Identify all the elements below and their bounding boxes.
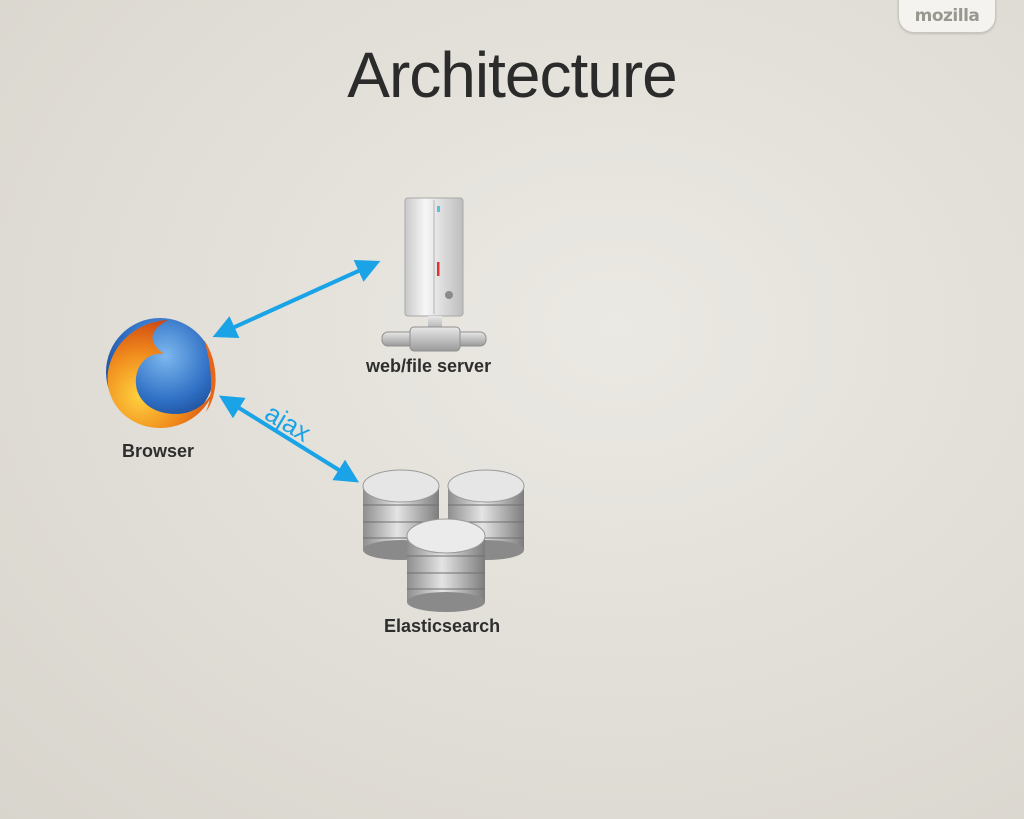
database-icon	[362, 469, 525, 612]
node-label-server: web/file server	[366, 356, 492, 376]
firefox-icon	[106, 318, 216, 428]
edge-browser-search	[218, 395, 360, 483]
mozilla-logo-tab: mozilla	[898, 0, 996, 33]
mozilla-logo-text: mozilla	[914, 6, 980, 26]
server-icon	[381, 197, 487, 352]
node-label-browser: Browser	[122, 441, 195, 461]
cylinder-front	[406, 518, 486, 612]
edge-browser-server	[212, 259, 381, 339]
slide-title: Architecture	[347, 39, 677, 111]
node-label-elasticsearch: Elasticsearch	[384, 616, 501, 636]
